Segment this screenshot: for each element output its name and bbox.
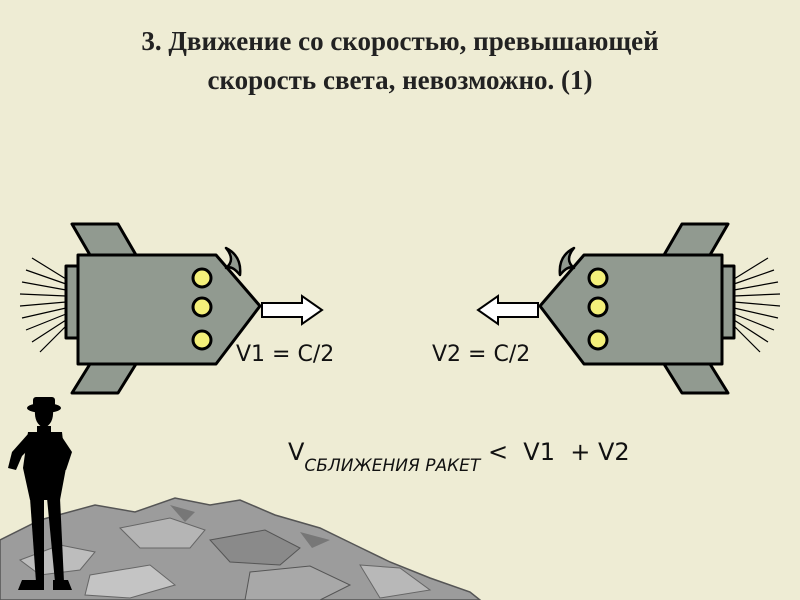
porthole-left-1 — [193, 269, 211, 287]
formula-rest: < V1 + V2 — [480, 438, 629, 466]
formula-v: V — [288, 438, 304, 466]
porthole-right-2 — [589, 298, 607, 316]
rocket-right — [540, 224, 780, 393]
rocket-left — [20, 224, 260, 393]
rocky-ground — [0, 498, 480, 600]
velocity-2-label: V2 = C/2 — [432, 342, 530, 367]
formula-subscript: СБЛИЖЕНИЯ РАКЕТ — [304, 456, 480, 476]
exhaust-left — [20, 258, 66, 352]
exhaust-right — [734, 258, 780, 352]
porthole-left-3 — [193, 331, 211, 349]
closing-speed-formula: VСБЛИЖЕНИЯ РАКЕТ < V1 + V2 — [288, 438, 630, 466]
porthole-left-2 — [193, 298, 211, 316]
arrow-left-icon — [478, 296, 538, 324]
velocity-1-label: V1 = C/2 — [236, 342, 334, 367]
arrow-right-icon — [262, 296, 322, 324]
porthole-right-1 — [589, 269, 607, 287]
porthole-right-3 — [589, 331, 607, 349]
